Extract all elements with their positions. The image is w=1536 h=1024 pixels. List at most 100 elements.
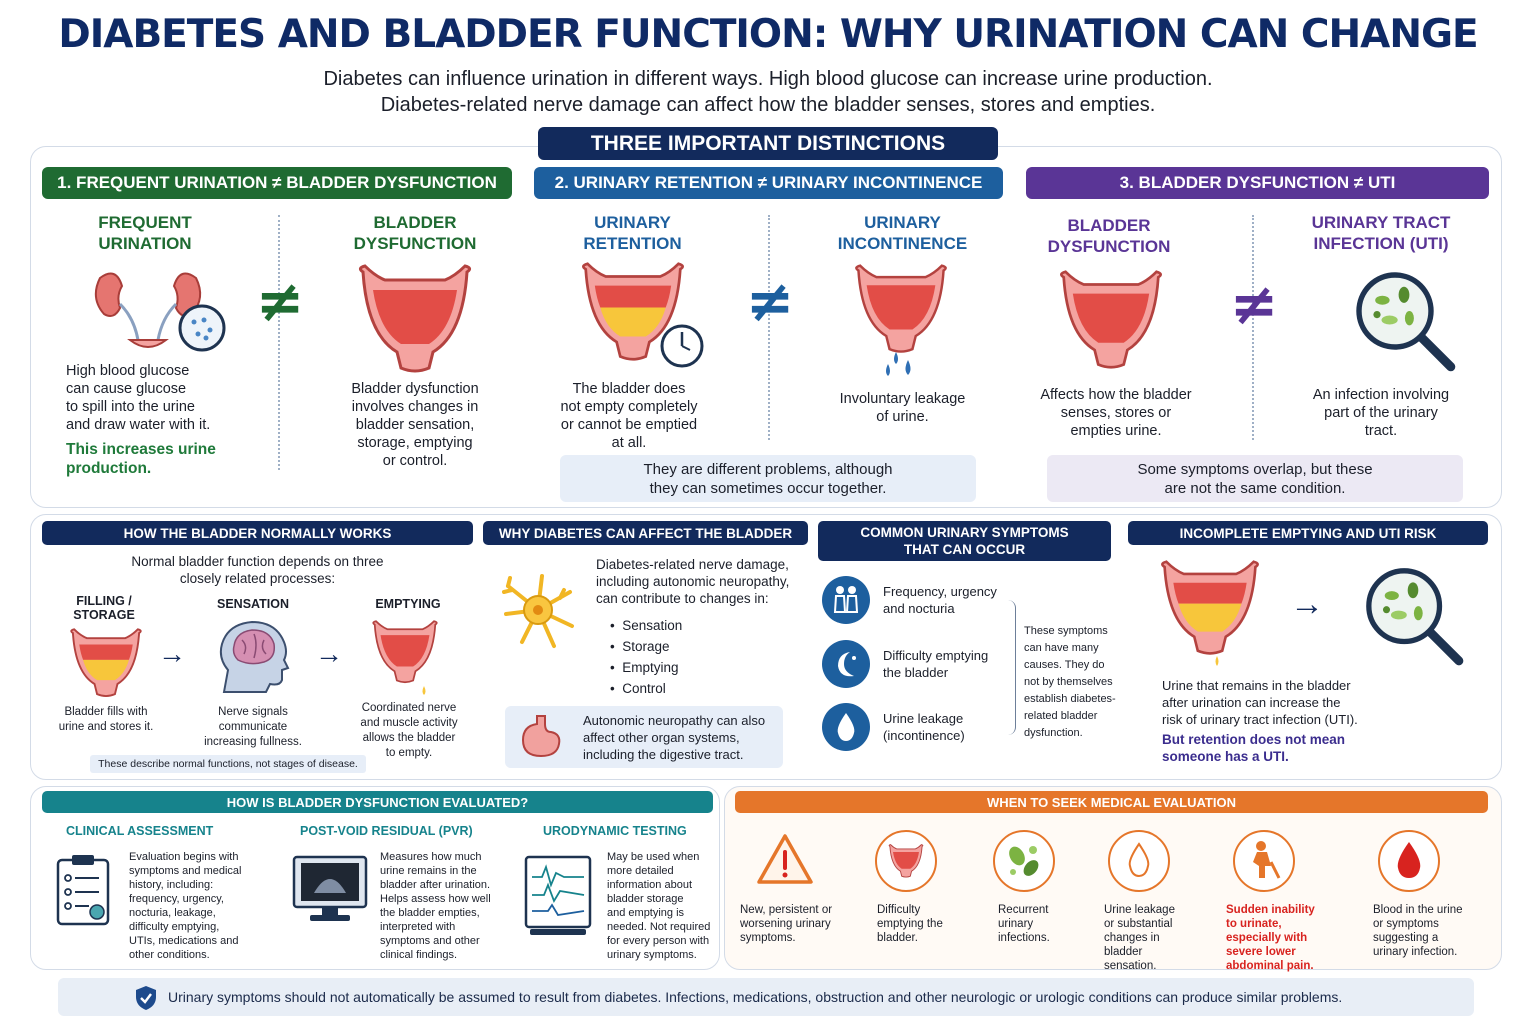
bladder-residual-icon xyxy=(1155,560,1265,668)
bladder-icon xyxy=(355,264,475,374)
list-item: • Sensation xyxy=(610,615,682,636)
list-item-text: Control xyxy=(622,681,666,696)
divider xyxy=(768,215,770,440)
subtitle-line-2: Diabetes-related nerve damage can affect… xyxy=(380,94,1156,116)
distinction-3-note: Some symptoms overlap, but these are not… xyxy=(1047,455,1463,502)
symptom-item-3: Urine leakage (incontinence) xyxy=(883,711,965,743)
kidney-icon xyxy=(90,258,230,358)
pain-icon xyxy=(1233,830,1295,892)
arrow-icon: → xyxy=(315,638,343,669)
evaluated-header: HOW IS BLADDER DYSFUNCTION EVALUATED? xyxy=(42,791,713,813)
neuron-icon xyxy=(498,570,578,650)
distinctions-panel xyxy=(30,146,1502,508)
subtitle-line-1: Diabetes can influence urination in diff… xyxy=(323,68,1213,90)
bullet: • xyxy=(610,618,615,633)
shield-icon xyxy=(134,985,158,1011)
brace xyxy=(1006,600,1016,735)
step-filling-desc: Bladder fills with urine and stores it. xyxy=(58,706,154,733)
clinical-assessment-title: CLINICAL ASSESSMENT xyxy=(66,824,214,838)
list-item: • Control xyxy=(610,678,682,699)
list-item-text: Storage xyxy=(622,639,670,654)
normal-bladder-header: HOW THE BLADDER NORMALLY WORKS xyxy=(42,521,473,545)
divider xyxy=(1252,215,1254,440)
pvr-text: Measures how much urine remains in the b… xyxy=(380,851,491,961)
step-sensation-desc: Nerve signals communicate increasing ful… xyxy=(204,706,302,748)
seek-item-1: New, persistent or worsening urinary sym… xyxy=(740,904,833,944)
distinction-2-note: They are different problems, although th… xyxy=(560,455,976,502)
footer-banner: Urinary symptoms should not automaticall… xyxy=(58,978,1474,1016)
uti-label: URINARY TRACT INFECTION (UTI) xyxy=(1311,213,1451,253)
arrow-icon: → xyxy=(1290,585,1324,623)
page-title: DIABETES AND BLADDER FUNCTION: WHY URINA… xyxy=(58,12,1478,57)
urinary-incontinence-label: URINARY INCONTINENCE xyxy=(837,213,968,253)
magnifier-bacteria-icon xyxy=(1350,266,1458,374)
bladder-emptying-icon xyxy=(370,620,440,698)
distinction-2-header: 2. URINARY RETENTION ≠ URINARY INCONTINE… xyxy=(534,167,1003,199)
symptoms-side-note: These symptoms can have many causes. The… xyxy=(1024,625,1116,739)
incomplete-desc: Urine that remains in the bladder after … xyxy=(1162,678,1358,727)
list-item-text: Emptying xyxy=(622,660,679,675)
step-filling-label: FILLING / STORAGE xyxy=(73,594,135,622)
why-note-box: Autonomic neuropathy can also affect oth… xyxy=(505,706,783,768)
urinary-retention-desc: The bladder does not empty completely or… xyxy=(560,381,698,451)
not-equal-icon: ≠ xyxy=(255,267,305,335)
distinction-1-header: 1. FREQUENT URINATION ≠ BLADDER DYSFUNCT… xyxy=(42,167,512,199)
evaluated-panel xyxy=(30,786,720,970)
blood-drop-icon xyxy=(1378,830,1440,892)
incomplete-header: INCOMPLETE EMPTYING AND UTI RISK xyxy=(1128,521,1488,545)
chart-monitor-icon xyxy=(524,855,592,937)
clipboard-icon xyxy=(55,852,113,928)
list-item: • Storage xyxy=(610,636,682,657)
symptom-item-1: Frequency, urgency and nocturia xyxy=(883,584,997,616)
bladder-dysfunction-desc: Bladder dysfunction involves changes in … xyxy=(351,381,479,469)
arrow-icon: → xyxy=(158,638,186,669)
frequent-urination-emphasis: This increases urine production. xyxy=(66,441,216,477)
bacteria-icon xyxy=(993,830,1055,892)
urodynamic-text: May be used when more detailed informati… xyxy=(607,851,711,961)
bladder-dysfunction-desc: Affects how the bladder senses, stores o… xyxy=(1040,387,1192,439)
magnifier-bacteria-icon xyxy=(1360,562,1466,668)
why-list: • Sensation • Storage • Emptying • Contr… xyxy=(610,615,682,699)
list-item: • Emptying xyxy=(610,657,682,678)
urodynamic-title: URODYNAMIC TESTING xyxy=(543,824,687,838)
bladder-retention-icon xyxy=(578,262,708,372)
footer-text: Urinary symptoms should not automaticall… xyxy=(168,989,1343,1005)
seek-header: WHEN TO SEEK MEDICAL EVALUATION xyxy=(735,791,1488,813)
frequent-urination-label: FREQUENT URINATION xyxy=(98,213,192,253)
drop-icon xyxy=(822,703,870,751)
monitor-icon xyxy=(292,855,368,925)
head-brain-icon xyxy=(214,618,294,698)
clinical-assessment-text: Evaluation begins with symptoms and medi… xyxy=(129,851,242,961)
step-emptying-desc: Coordinated nerve and muscle activity al… xyxy=(360,702,458,759)
not-equal-icon: ≠ xyxy=(745,267,795,335)
bladder-dysfunction-label: BLADDER DYSFUNCTION xyxy=(1047,216,1171,256)
not-equal-icon: ≠ xyxy=(1229,270,1279,338)
seek-item-6: Blood in the urine or symptoms suggestin… xyxy=(1373,904,1463,958)
seek-item-2: Difficulty emptying the bladder. xyxy=(877,904,943,944)
bullet: • xyxy=(610,639,615,654)
warning-icon xyxy=(755,830,815,890)
bladder-icon xyxy=(1056,270,1166,370)
uti-desc: An infection involving part of the urina… xyxy=(1312,387,1450,439)
step-emptying-label: EMPTYING xyxy=(375,597,441,611)
symptoms-header: COMMON URINARY SYMPTOMS THAT CAN OCCUR xyxy=(818,521,1111,561)
step-sensation-label: SENSATION xyxy=(217,597,289,611)
incomplete-emphasis: But retention does not mean someone has … xyxy=(1162,732,1346,764)
distinction-3-header: 3. BLADDER DYSFUNCTION ≠ UTI xyxy=(1026,167,1489,199)
seek-item-4: Urine leakage or substantial changes in … xyxy=(1104,904,1175,972)
frequent-urination-desc: High blood glucose can cause glucose to … xyxy=(66,363,211,433)
bladder-icon xyxy=(875,830,937,892)
moon-icon xyxy=(822,640,870,688)
why-note: Autonomic neuropathy can also affect oth… xyxy=(583,713,766,762)
list-item-text: Sensation xyxy=(622,618,683,633)
normal-intro: Normal bladder function depends on three… xyxy=(131,554,384,586)
bullet: • xyxy=(610,660,615,675)
bladder-leak-icon xyxy=(846,264,956,382)
symptom-item-2: Difficulty emptying the bladder xyxy=(883,648,989,680)
divider xyxy=(278,215,280,470)
distinctions-banner: THREE IMPORTANT DISTINCTIONS xyxy=(538,127,998,160)
why-intro: Diabetes-related nerve damage, including… xyxy=(596,557,790,606)
seek-item-3: Recurrent urinary infections. xyxy=(998,904,1050,944)
pvr-title: POST-VOID RESIDUAL (PVR) xyxy=(300,824,473,838)
normal-note: These describe normal functions, not sta… xyxy=(90,755,366,773)
